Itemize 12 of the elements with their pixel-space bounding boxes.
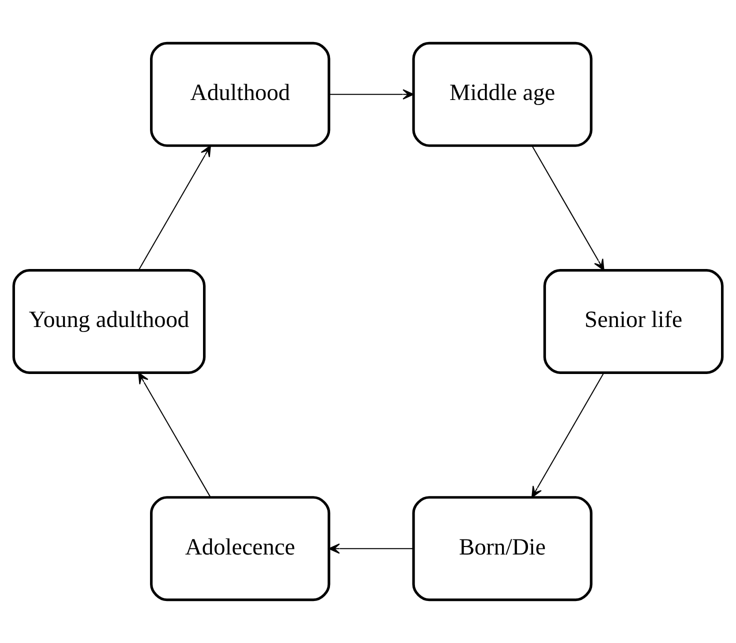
node-box: Middle age <box>412 42 592 147</box>
node-box: Adulthood <box>150 42 330 147</box>
arrow <box>328 543 414 554</box>
arrow <box>329 89 414 100</box>
node-box: Senior life <box>543 268 724 374</box>
arrow <box>138 145 211 270</box>
arrow <box>138 372 211 498</box>
node-box: Adolecence <box>150 496 330 602</box>
arrow <box>531 372 604 498</box>
node-box: Born/Die <box>412 496 592 602</box>
arrow <box>532 146 604 271</box>
node-box: Young adulthood <box>12 268 206 374</box>
